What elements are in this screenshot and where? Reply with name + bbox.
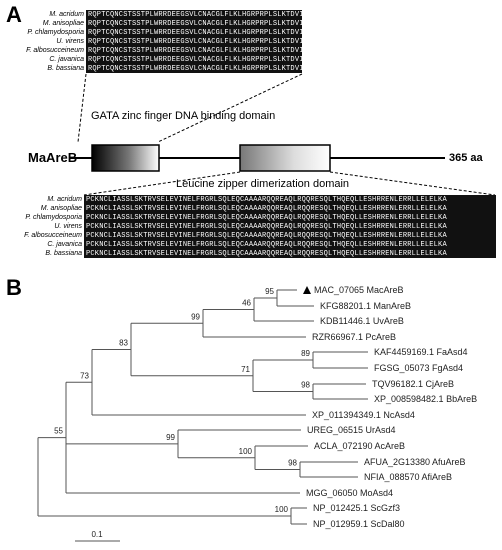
leucine-domain-box	[239, 144, 331, 172]
gata-zoom-left	[77, 73, 87, 143]
alignment-row: PCKNCLIASSLSKTRVSELEVINELFRGRLSQLEQCAAAA…	[86, 223, 447, 231]
alignment-row: PCKNCLIASSLSKTRVSELEVINELFRGRLSQLEQCAAAA…	[86, 214, 447, 222]
alignment-row: RQPTCQNCSTSSTPLWRRDEEGSVLCNACGLFLKLHGRPR…	[88, 56, 302, 64]
tree-leaf-label: NP_012425.1 ScGzf3	[313, 503, 400, 513]
tree-leaf-label: UREG_06515 UrAsd4	[307, 425, 396, 435]
tree-leaf-label: KDB11446.1 UvAreB	[320, 316, 404, 326]
species-label: U. virens	[54, 223, 82, 230]
tree-leaf-label: XP_008598482.1 BbAreB	[374, 394, 477, 404]
alignment-row: PCKNCLIASSLSKTRVSELEVINELFRGRLSQLEQCAAAA…	[86, 241, 447, 249]
gata-zoom-right	[157, 73, 303, 143]
alignment-row: RQPTCQNCSTSSTPLWRRDEEGSVLCNACGLFLKLHGRPR…	[88, 47, 302, 55]
tree-leaf-label: MGG_06050 MoAsd4	[306, 488, 393, 498]
alignment-row: PCKNCLIASSLSKTRVSELEVINELFRGRLSQLEQCAAAA…	[86, 250, 447, 258]
alignment-row: RQPTCQNCSTSSTPLWRRDEEGSVLCNACGLFLKLHGRPR…	[88, 11, 302, 19]
leucine-domain-label: Leucine zipper dimerization domain	[176, 178, 350, 190]
marker-triangle-icon	[303, 286, 311, 294]
bootstrap-value: 99	[191, 312, 200, 321]
top-alignment-block: RQPTCQNCSTSSTPLWRRDEEGSVLCNACGLFLKLHGRPR…	[86, 10, 302, 73]
species-label: P. chlamydosporia	[25, 214, 82, 221]
tree-leaf-label: XP_011394349.1 NcAsd4	[312, 410, 415, 420]
gata-domain-label: GATA zinc finger DNA binding domain	[91, 110, 276, 122]
tree-leaf-label: RZR66967.1 PcAreB	[312, 332, 396, 342]
alignment-row: RQPTCQNCSTSSTPLWRRDEEGSVLCNACGLFLKLHGRPR…	[88, 38, 302, 46]
tree-leaf-label: KAF4459169.1 FaAsd4	[374, 347, 468, 357]
tree-leaf-label: MAC_07065 MacAreB	[314, 285, 404, 295]
panel-a-letter: A	[6, 2, 22, 27]
leucine-zoom-left	[83, 171, 241, 195]
alignment-row: RQPTCQNCSTSSTPLWRRDEEGSVLCNACGLFLKLHGRPR…	[88, 65, 302, 73]
leucine-zoom-right	[329, 171, 496, 195]
bootstrap-value: 98	[288, 459, 297, 468]
tree-leaf-label: NP_012959.1 ScDal80	[313, 519, 405, 529]
bootstrap-value: 100	[275, 505, 289, 514]
species-label: M. acridum	[49, 11, 84, 18]
species-label: C. javanica	[47, 241, 82, 248]
species-label: B. bassiana	[47, 65, 84, 72]
bootstrap-value: 100	[239, 447, 253, 456]
protein-length-label: 365 aa	[449, 152, 483, 164]
tree-leaf-label: AFUA_2G13380 AfuAreB	[364, 457, 466, 467]
species-label: M. acridum	[47, 196, 82, 203]
tree-leaf-label: NFIA_088570 AfiAreB	[364, 472, 452, 482]
scale-bar-label: 0.1	[91, 530, 103, 539]
gata-domain-box	[91, 144, 160, 172]
bootstrap-value: 83	[119, 339, 128, 348]
alignment-row: PCKNCLIASSLSKTRVSELEVINELFRGRLSQLEQCAAAA…	[86, 232, 447, 240]
species-label: P. chlamydosporia	[27, 29, 84, 36]
bootstrap-value: 55	[54, 427, 63, 436]
species-label: C. javanica	[49, 56, 84, 63]
alignment-row: RQPTCQNCSTSSTPLWRRDEEGSVLCNACGLFLKLHGRPR…	[88, 29, 302, 37]
species-label: U. virens	[56, 38, 84, 45]
bootstrap-value: 95	[265, 287, 274, 296]
domain-structure-diagram	[70, 73, 496, 195]
gene-name-label: MaAreB	[28, 150, 78, 165]
species-label: M. anisopliae	[42, 20, 84, 27]
bootstrap-value: 89	[301, 349, 310, 358]
species-label: B. bassiana	[45, 250, 82, 257]
bottom-alignment-block: PCKNCLIASSLSKTRVSELEVINELFRGRLSQLEQCAAAA…	[84, 195, 496, 258]
bootstrap-value: 71	[241, 365, 250, 374]
species-label: F. albosucceineum	[26, 47, 84, 54]
tree-leaf-label: TQV96182.1 CjAreB	[372, 379, 454, 389]
tree-leaf-label: FGSG_05073 FgAsd4	[374, 363, 463, 373]
bootstrap-value: 99	[166, 433, 175, 442]
bootstrap-value: 46	[242, 299, 251, 308]
alignment-row: PCKNCLIASSLSKTRVSELEVINELFRGRLSQLEQCAAAA…	[86, 196, 447, 204]
alignment-row: PCKNCLIASSLSKTRVSELEVINELFRGRLSQLEQCAAAA…	[86, 205, 447, 213]
tree-leaf-label: KFG88201.1 ManAreB	[320, 301, 411, 311]
tree-leaf-label: ACLA_072190 AcAreB	[314, 441, 405, 451]
panel-b-letter: B	[6, 275, 22, 300]
bootstrap-value: 98	[301, 381, 310, 390]
bootstrap-value: 73	[80, 371, 89, 380]
species-label: F. albosucceineum	[24, 232, 82, 239]
species-label: M. anisopliae	[40, 205, 82, 212]
alignment-row: RQPTCQNCSTSSTPLWRRDEEGSVLCNACGLFLKLHGRPR…	[88, 20, 302, 28]
